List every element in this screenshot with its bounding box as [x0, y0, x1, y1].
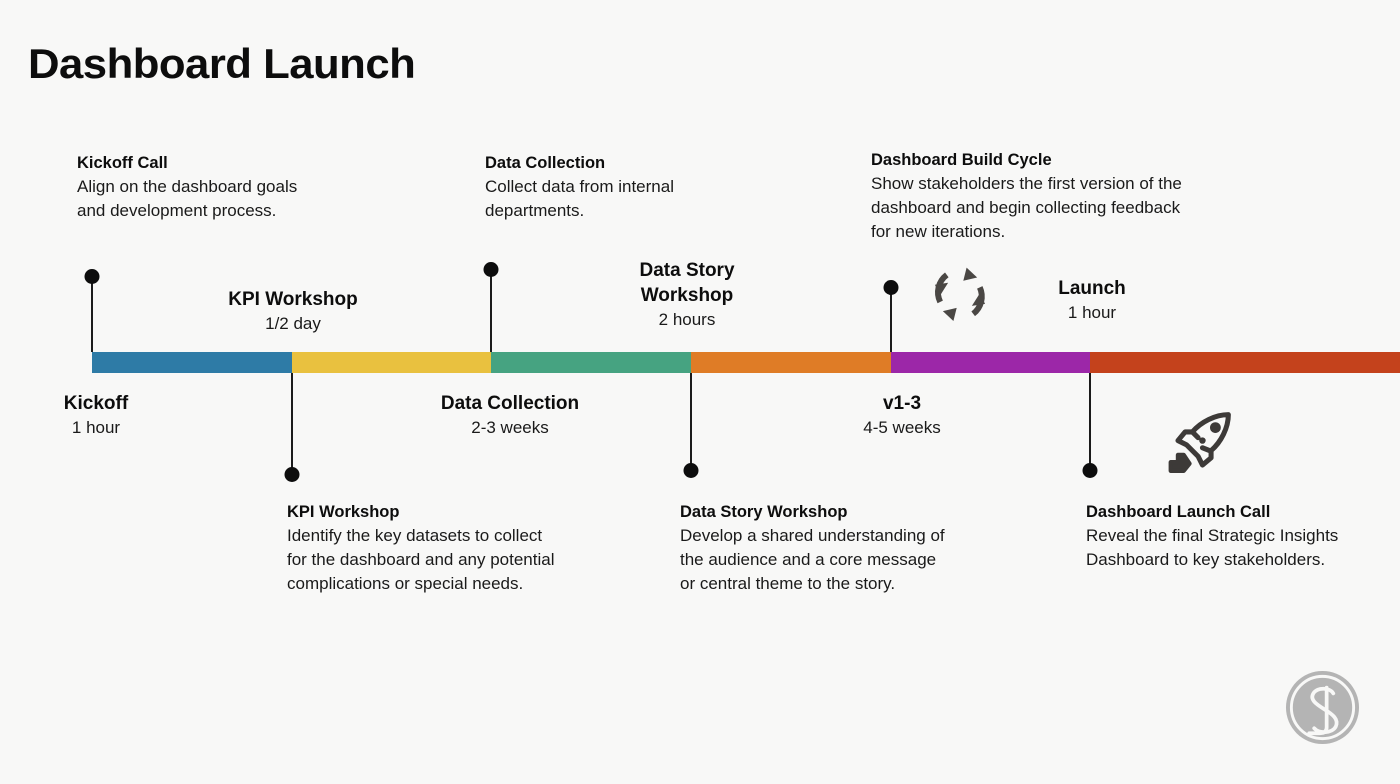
annotation-title: Data Collection	[485, 154, 606, 172]
connector-data-collection	[483, 262, 499, 352]
annotation-body: Collect data from internal departments.	[485, 177, 674, 221]
rocket-icon	[1163, 406, 1239, 478]
refresh-cycle-icon	[925, 261, 995, 327]
annotation-body: Reveal the final Strategic Insights Dash…	[1086, 526, 1339, 570]
phase-label-data-collection: Data Collection 2-3 weeks	[441, 391, 579, 440]
timeline-bar	[92, 352, 1400, 373]
phase-duration: 1 hour	[1067, 303, 1117, 323]
phase-duration: 1 hour	[71, 418, 121, 438]
connector-dashboard-build-cycle	[883, 280, 899, 352]
phase-name: v1-3	[882, 393, 922, 414]
annotation-data-story-workshop: Data Story Workshop Develop a shared und…	[680, 501, 945, 596]
phase-duration: 2 hours	[658, 310, 716, 330]
annotation-title: Data Story Workshop	[680, 503, 848, 521]
phase-name: Kickoff	[63, 393, 129, 414]
annotation-body: Show stakeholders the first version of t…	[871, 174, 1182, 242]
connector-dot	[84, 269, 100, 284]
annotation-body: Align on the dashboard goals and develop…	[77, 177, 298, 221]
connector-dot	[683, 463, 699, 478]
bar-segment-kpi-workshop	[292, 352, 491, 373]
connector-dot	[883, 280, 899, 295]
bar-segment-launch	[1090, 352, 1400, 373]
phase-name: Data Story Workshop	[639, 260, 735, 307]
annotation-dashboard-launch-call: Dashboard Launch Call Reveal the final S…	[1086, 501, 1338, 572]
annotation-dashboard-build-cycle: Dashboard Build Cycle Show stakeholders …	[871, 149, 1182, 244]
annotation-kickoff-call: Kickoff Call Align on the dashboard goal…	[77, 152, 297, 223]
connector-kpi-workshop	[284, 373, 300, 482]
phase-name: Data Collection	[440, 393, 580, 414]
annotation-title: Dashboard Build Cycle	[871, 151, 1052, 169]
phase-name: Launch	[1058, 278, 1126, 299]
annotation-title: Dashboard Launch Call	[1086, 503, 1271, 521]
phase-label-data-story: Data Story Workshop 2 hours	[639, 258, 734, 332]
bar-segment-data-collection	[491, 352, 691, 373]
annotation-kpi-workshop: KPI Workshop Identify the key datasets t…	[287, 501, 554, 596]
annotation-body: Identify the key datasets to collect for…	[287, 526, 555, 594]
connector-dot	[483, 262, 499, 277]
connector-kickoff-call	[84, 269, 100, 352]
phase-label-kickoff: Kickoff 1 hour	[64, 391, 128, 440]
bar-segment-data-story	[691, 352, 891, 373]
phase-label-launch: Launch 1 hour	[1058, 276, 1126, 325]
connector-dot	[284, 467, 300, 482]
phase-label-build-cycle: v1-3 4-5 weeks	[863, 391, 940, 440]
bar-segment-build-cycle	[891, 352, 1090, 373]
connector-dot	[1082, 463, 1098, 478]
annotation-title: Kickoff Call	[77, 154, 168, 172]
strategic-insights-logo	[1281, 666, 1364, 749]
annotation-body: Develop a shared understanding of the au…	[680, 526, 945, 594]
connector-data-story-workshop	[683, 373, 699, 478]
bar-segment-kickoff	[92, 352, 292, 373]
page-title: Dashboard Launch	[28, 40, 416, 87]
phase-name: KPI Workshop	[228, 289, 358, 310]
connector-dashboard-launch-call	[1082, 373, 1098, 478]
phase-duration: 2-3 weeks	[471, 418, 549, 438]
phase-label-kpi-workshop: KPI Workshop 1/2 day	[228, 287, 358, 336]
phase-duration: 4-5 weeks	[863, 418, 941, 438]
annotation-title: KPI Workshop	[287, 503, 400, 521]
annotation-data-collection: Data Collection Collect data from intern…	[485, 152, 674, 223]
phase-duration: 1/2 day	[265, 314, 321, 334]
